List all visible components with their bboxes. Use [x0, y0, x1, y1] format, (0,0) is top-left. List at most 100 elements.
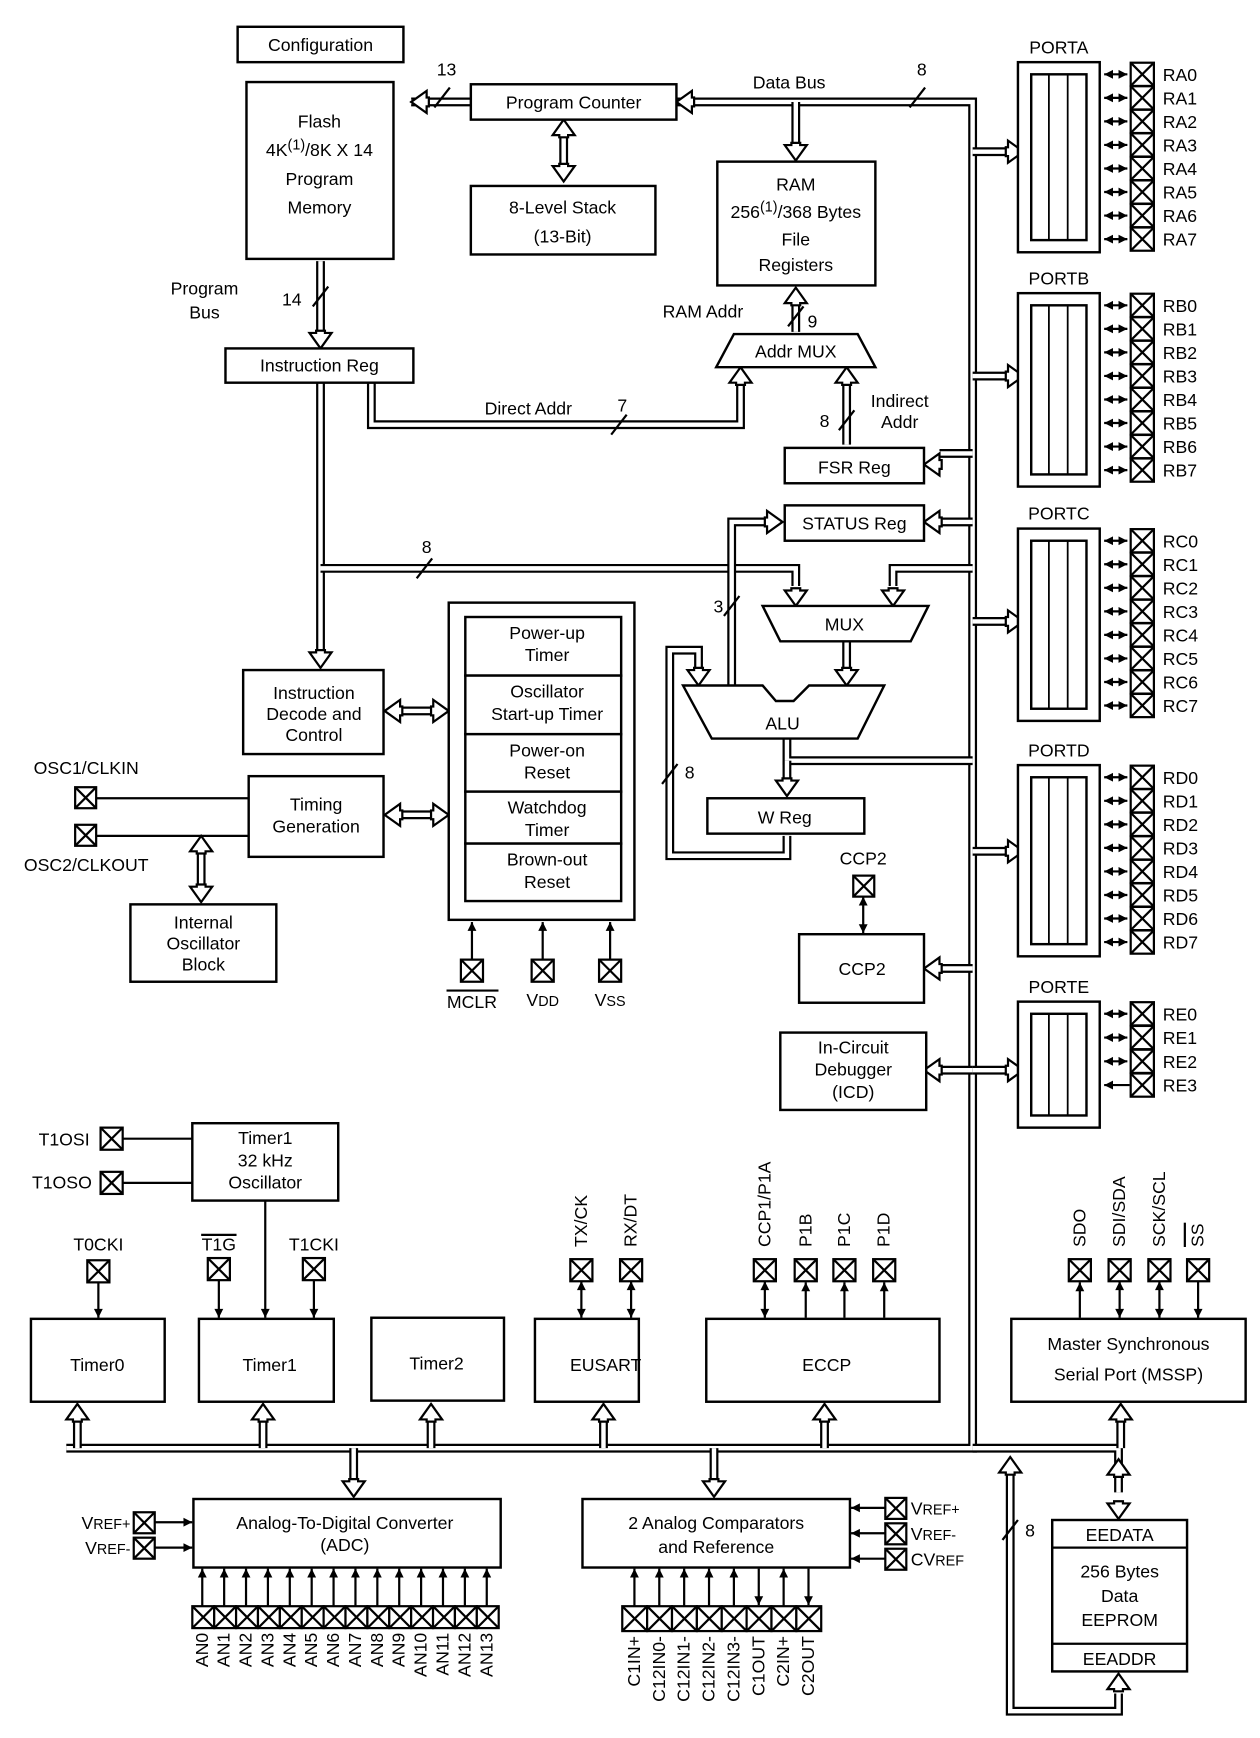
- alu-w-arrowhead: [685, 666, 712, 688]
- pin-arrow-rb5-arrowhead: [1104, 418, 1113, 428]
- fsr-reg-label: FSR Reg: [818, 457, 891, 477]
- alu-in-arrowhead: [833, 666, 860, 688]
- ir-mux-width-slash: [415, 557, 434, 579]
- pin-label-rb5: RB5: [1163, 414, 1198, 434]
- adc-vref-label: VREF+: [82, 1513, 131, 1533]
- pin-arrow-rc2-arrowhead: [1118, 583, 1128, 593]
- mssp-pin-wire-arrowhead: [1115, 1308, 1125, 1318]
- v-part: V: [595, 990, 607, 1010]
- data-bus-inner: [66, 99, 975, 1451]
- pin-ra4-x: [1129, 156, 1155, 181]
- flash-label: Flash: [298, 111, 341, 131]
- adc-input-pin-x: [300, 1605, 325, 1629]
- port-arrowhead: [1004, 608, 1026, 635]
- pin-rc1-x: [1129, 551, 1155, 577]
- cmp-pin-wire-arrowhead: [729, 1568, 739, 1578]
- adc-input-wire-arrowhead: [307, 1568, 317, 1578]
- pin-arrow-rb5-arrowhead: [1118, 418, 1128, 428]
- osc1-pin-label: OSC1/CLKIN: [34, 758, 139, 778]
- fsr-arrowhead: [922, 451, 943, 478]
- adc-input-wire-arrowhead: [285, 1568, 295, 1578]
- pin-label-rb3: RB3: [1163, 367, 1198, 387]
- alu-status-width-slash: [723, 595, 741, 617]
- decode-left-arrowhead: [382, 697, 404, 725]
- pin-arrow-rc4-arrowhead: [1118, 630, 1128, 640]
- sub-part: REF+: [93, 1517, 130, 1533]
- pin-arrow-rb0-arrowhead: [1104, 300, 1113, 310]
- eccp-label: ECCP: [802, 1355, 851, 1375]
- port-latch: [1029, 776, 1088, 946]
- t0cki-pin-label: T0CKI: [73, 1234, 123, 1254]
- peripheral-arrowhead: [1107, 1402, 1134, 1423]
- pin-rb7-x: [1129, 457, 1155, 483]
- timing-left-arrowhead: [382, 801, 404, 829]
- eusart-pin-label: RX/DT: [621, 1194, 641, 1247]
- sub-part: REF-: [923, 1528, 957, 1544]
- pin-arrow-re1-arrowhead: [1118, 1033, 1128, 1042]
- ram-label: Registers: [758, 255, 833, 275]
- pin-label-re1: RE1: [1163, 1028, 1197, 1048]
- pin-arrow-rc3-arrowhead: [1104, 606, 1113, 616]
- pc-width-label: 13: [437, 59, 457, 79]
- adc-input-label: AN5: [301, 1633, 321, 1668]
- eccp-pin-x: [753, 1258, 777, 1283]
- adc-input-wire-arrowhead: [438, 1568, 448, 1578]
- wreg-arrowhead: [773, 777, 801, 798]
- pin-arrow-rc1-arrowhead: [1104, 559, 1113, 569]
- pin-label-re0: RE0: [1163, 1004, 1198, 1024]
- stack-up-arrowhead: [550, 117, 577, 139]
- sub-part: REF+: [923, 1502, 960, 1518]
- pin-ra3-x: [1129, 132, 1155, 158]
- internal-oscillator-label: Oscillator: [167, 934, 241, 954]
- pin-label-rd1: RD1: [1163, 791, 1198, 811]
- pin-arrow-rd1-arrowhead: [1104, 796, 1113, 806]
- cmp-pin-wire-arrowhead: [654, 1568, 664, 1578]
- pin-arrow-rb2-arrowhead: [1104, 347, 1113, 357]
- mssp-label: Master Synchronous: [1047, 1334, 1209, 1354]
- mssp-pin-label: SDO: [1069, 1209, 1089, 1247]
- eeprom-label: EEPROM: [1081, 1610, 1158, 1630]
- cmp-ref-label: VREF-: [911, 1524, 957, 1544]
- pin-arrow-rb6-arrowhead: [1104, 442, 1113, 451]
- pin-label-rd7: RD7: [1163, 933, 1198, 953]
- adc-input-wire-arrowhead: [241, 1568, 251, 1578]
- internal-oscillator-label: Internal: [174, 913, 233, 933]
- pin-arrow-re1-arrowhead: [1104, 1033, 1113, 1042]
- adc-input-pin-x: [366, 1605, 391, 1629]
- pin-arrow-rb1-arrowhead: [1118, 324, 1128, 334]
- cmp-pin-x: [696, 1605, 723, 1632]
- reset-stack-item: [464, 842, 623, 903]
- adc-input-wire-arrowhead: [372, 1568, 382, 1578]
- pin-arrow-ra1-arrowhead: [1118, 93, 1128, 103]
- reset-stack-label: Brown-out: [507, 850, 588, 870]
- pin-arrow-rd2-arrowhead: [1118, 819, 1128, 829]
- adc-block: [192, 1497, 502, 1569]
- pin-rb0-x: [1129, 292, 1155, 318]
- t1oso-pin-x: [99, 1171, 124, 1195]
- reset-stack-label: Oscillator: [510, 682, 584, 702]
- adc-arrowhead: [340, 1478, 367, 1499]
- adc-input-label: AN8: [367, 1633, 387, 1668]
- eedata-up-arrowhead: [1105, 1457, 1132, 1479]
- cmp-ref-pin-x: [884, 1522, 908, 1546]
- program-counter-block: [469, 83, 678, 121]
- port-latch: [1029, 539, 1088, 710]
- program-counter-label: Program Counter: [506, 93, 642, 113]
- timer1-osc-to-timer1-arrowhead: [260, 1308, 270, 1318]
- timing-up-arrowhead: [187, 833, 215, 855]
- cmp-pin-label: C12IN0-: [649, 1636, 669, 1702]
- timing-generation-label: Generation: [272, 817, 359, 837]
- ram-label: RAM: [776, 174, 815, 194]
- icd-arrowhead: [922, 1056, 943, 1084]
- ram-size-part: /368 Bytes: [778, 202, 862, 222]
- pin-arrow-ra5-arrowhead: [1104, 187, 1113, 197]
- pin-arrow-rc5-arrowhead: [1104, 654, 1113, 663]
- w-loop-width-slash: [661, 763, 679, 785]
- pin-rb2-x: [1129, 340, 1155, 365]
- bus-to-mux-inner: [890, 566, 973, 587]
- footnote-marker: (1): [760, 199, 778, 215]
- direct-width-slash: [610, 414, 628, 436]
- adc-input-label: AN3: [257, 1633, 277, 1668]
- mssp-pin-x: [1186, 1258, 1210, 1283]
- port-arrowhead: [1004, 1056, 1026, 1084]
